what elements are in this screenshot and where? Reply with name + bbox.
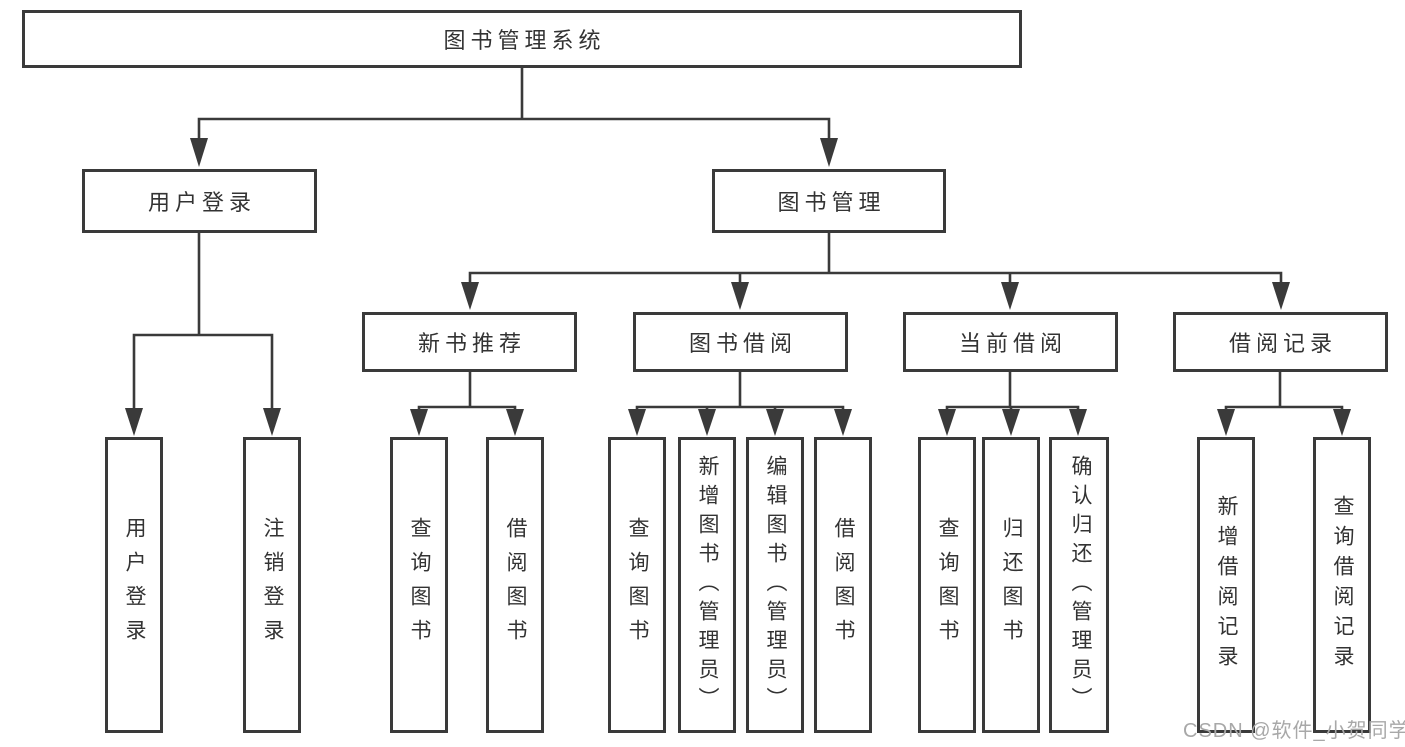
- connector-path: [132, 68, 1344, 410]
- leaf-confirm-return-admin: 确认归还（管理员）: [1049, 437, 1109, 733]
- leaf-query-borrow-record: 查询借阅记录: [1313, 437, 1371, 733]
- arrowhead: [1333, 409, 1351, 436]
- leaf-borrow-books: 借阅图书: [486, 437, 544, 733]
- leaf-return-books: 归还图书: [982, 437, 1040, 733]
- leaf-borrow-books-2: 借阅图书: [814, 437, 872, 733]
- arrowhead: [628, 409, 646, 436]
- node-book-management: 图书管理: [712, 169, 946, 233]
- csdn-watermark: CSDN @软件_小贺同学: [1183, 720, 1405, 742]
- arrowhead: [766, 409, 784, 436]
- leaf-edit-books-admin: 编辑图书（管理员）: [746, 437, 804, 733]
- node-user-login: 用户登录: [82, 169, 317, 233]
- node-current-borrow: 当前借阅: [903, 312, 1118, 372]
- arrowhead: [461, 282, 479, 310]
- arrowhead: [938, 409, 956, 436]
- node-book-borrow: 图书借阅: [633, 312, 848, 372]
- arrowhead: [1272, 282, 1290, 310]
- arrowhead: [1069, 409, 1087, 436]
- arrowhead: [698, 409, 716, 436]
- node-library-management-system: 图书管理系统: [22, 10, 1022, 68]
- arrowhead: [1217, 409, 1235, 436]
- leaf-query-books: 查询图书: [390, 437, 448, 733]
- leaf-logout: 注销登录: [243, 437, 301, 733]
- leaf-query-books-2: 查询图书: [608, 437, 666, 733]
- arrowhead: [506, 409, 524, 436]
- node-borrow-records: 借阅记录: [1173, 312, 1388, 372]
- arrowhead: [410, 409, 428, 436]
- leaf-query-books-3: 查询图书: [918, 437, 976, 733]
- leaf-add-books-admin: 新增图书（管理员）: [678, 437, 736, 733]
- arrowhead: [1001, 282, 1019, 310]
- arrowhead: [125, 408, 143, 436]
- arrowhead: [263, 408, 281, 436]
- leaf-user-login: 用户登录: [105, 437, 163, 733]
- node-new-book-recommend: 新书推荐: [362, 312, 577, 372]
- arrowhead: [190, 138, 208, 167]
- leaf-add-borrow-record: 新增借阅记录: [1197, 437, 1255, 733]
- arrowhead: [820, 138, 838, 167]
- arrowhead: [731, 282, 749, 310]
- arrowhead: [1002, 409, 1020, 436]
- arrowhead: [834, 409, 852, 436]
